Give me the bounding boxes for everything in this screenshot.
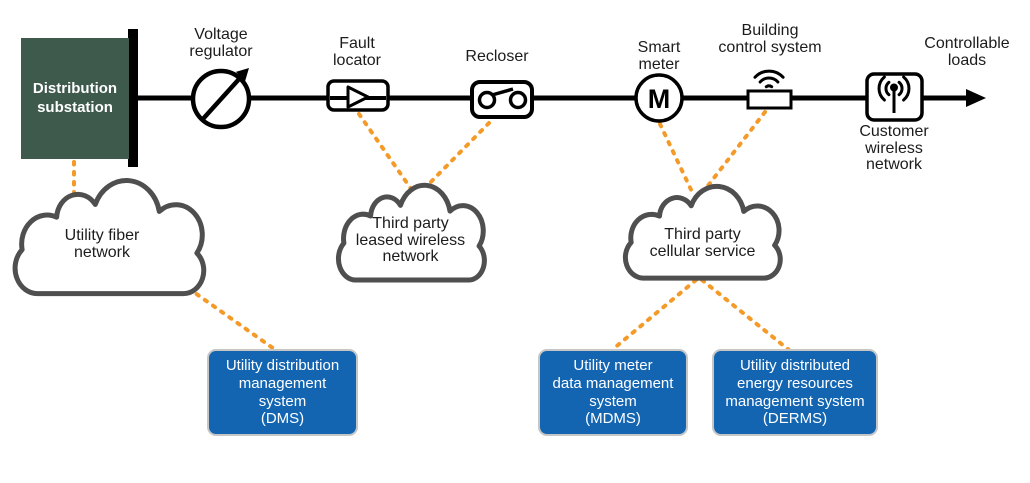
voltage-regulator-label: Voltage regulator — [189, 26, 253, 60]
voltage-regulator-symbol — [190, 68, 252, 130]
link-faultlocator-leased — [357, 112, 418, 198]
customer-wireless-symbol — [865, 72, 924, 122]
fiber-network-label: Utility fiber network — [64, 227, 140, 261]
recloser-right-contact — [508, 90, 528, 110]
fiber-cloud-shape — [15, 181, 204, 294]
recloser-left-contact — [477, 90, 497, 110]
link-buildingcontrol-cellular — [698, 110, 767, 198]
derms-system-box: Utility distributed energy resources man… — [712, 349, 878, 436]
fault-locator-triangle-icon — [346, 85, 370, 109]
smart-meter-circle — [634, 73, 684, 123]
network-clouds — [15, 181, 780, 294]
link-cellular-derms — [700, 278, 791, 352]
wifi-icon — [753, 69, 785, 89]
controllable-loads-label: Controllable loads — [924, 35, 1010, 69]
recloser-label: Recloser — [465, 48, 529, 65]
cellular-service-label: Third party cellular service — [649, 226, 756, 260]
leased-wireless-cloud-shape — [338, 185, 484, 280]
distribution-substation-node: Distribution substation — [21, 38, 129, 159]
smart-meter-letter: M — [648, 84, 671, 114]
substation-bus-bar — [128, 29, 138, 167]
link-smartmeter-cellular — [658, 122, 696, 198]
link-cellular-mdms — [610, 278, 698, 352]
dms-system-box: Utility distribution management system (… — [207, 349, 358, 436]
voltage-regulator-arrow-line — [200, 76, 242, 122]
recloser-switch-blade — [491, 87, 514, 97]
building-control-label: Building control system — [718, 22, 822, 56]
recloser-symbol — [470, 80, 534, 119]
leased-wireless-network-label: Third party leased wireless network — [355, 215, 466, 266]
smart-meter-symbol: M — [634, 73, 684, 123]
fault-locator-symbol — [326, 79, 390, 112]
customer-wireless-label: Customer wireless network — [859, 123, 929, 174]
fault-locator-label: Fault locator — [332, 35, 382, 69]
feeder-arrowhead — [966, 89, 986, 107]
link-recloser-leased — [415, 121, 491, 198]
smart-meter-label: Smart meter — [637, 39, 681, 73]
building-control-box — [746, 89, 793, 110]
voltage-regulator-arrowhead-icon — [235, 68, 249, 82]
building-control-symbol — [746, 69, 793, 110]
mdms-system-box: Utility meter data management system (MD… — [538, 349, 688, 436]
antenna-icon — [877, 75, 911, 113]
cellular-cloud-shape — [625, 186, 780, 278]
